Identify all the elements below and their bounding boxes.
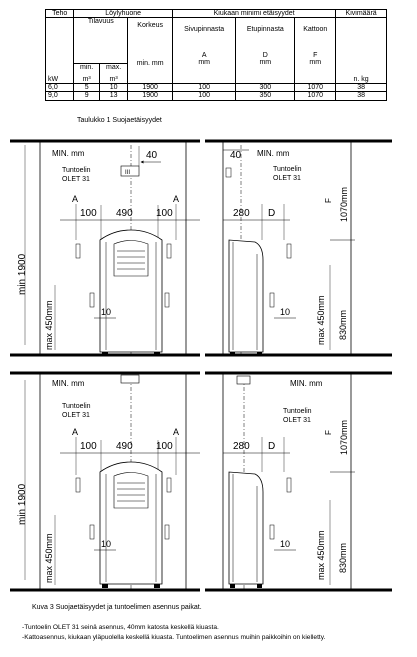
svg-text:F: F (324, 430, 333, 435)
table-row: 9,0 9 13 1900 100 350 1070 38 (44, 91, 387, 101)
svg-text:830mm: 830mm (338, 543, 348, 573)
diagram-side-wall-sensor: MIN. mm 40 Tuntoelin OLET 31 D 280 F 107… (205, 139, 392, 357)
diagram-side-ceiling-sensor: MIN. mm Tuntoelin OLET 31 D 280 F 1070mm… (205, 371, 392, 592)
svg-text:MIN. mm: MIN. mm (52, 149, 85, 158)
svg-text:100: 100 (156, 208, 173, 219)
svg-text:OLET 31: OLET 31 (283, 417, 311, 424)
header-power: Teho (44, 8, 75, 19)
header-stones: Kivimäärä (335, 8, 387, 19)
svg-text:Tuntoelin: Tuntoelin (62, 403, 91, 410)
svg-text:max 450mm: max 450mm (316, 530, 326, 580)
note-wall-mount: -Tuntoelin OLET 31 seinä asennus, 40mm k… (22, 624, 219, 631)
svg-text:A: A (173, 427, 179, 437)
svg-text:1070mm: 1070mm (339, 420, 349, 455)
svg-text:MIN. mm: MIN. mm (290, 379, 323, 388)
svg-text:490: 490 (116, 441, 133, 452)
svg-text:40: 40 (230, 150, 242, 161)
header-volume: Tilavuus (73, 17, 129, 65)
svg-text:MIN. mm: MIN. mm (52, 379, 85, 388)
svg-text:III: III (125, 170, 130, 176)
svg-text:100: 100 (156, 441, 173, 452)
svg-text:min 1900: min 1900 (17, 483, 28, 525)
svg-text:OLET 31: OLET 31 (273, 175, 301, 182)
svg-text:100: 100 (80, 441, 97, 452)
svg-text:100: 100 (80, 208, 97, 219)
svg-text:min 1900: min 1900 (17, 253, 28, 295)
note-ceiling-mount: -Kattoasennus, kiukaan yläpuolella keske… (22, 634, 326, 641)
svg-text:max 450mm: max 450mm (44, 533, 54, 583)
svg-text:280: 280 (233, 208, 250, 219)
svg-text:280: 280 (233, 441, 250, 452)
header-min-distances: Kiukaan minimi etäisyydet (171, 8, 337, 19)
svg-text:A: A (72, 194, 78, 204)
svg-text:10: 10 (280, 539, 290, 549)
unit-kg: n. kg (335, 17, 387, 85)
svg-text:D: D (268, 208, 275, 219)
svg-text:830mm: 830mm (338, 310, 348, 340)
svg-text:10: 10 (101, 539, 111, 549)
svg-text:40: 40 (146, 150, 158, 161)
svg-text:10: 10 (280, 307, 290, 317)
svg-text:MIN. mm: MIN. mm (257, 149, 290, 158)
svg-text:490: 490 (116, 208, 133, 219)
svg-text:D: D (268, 441, 275, 452)
table-caption: Taulukko 1 Suojaetäisyydet (77, 117, 162, 124)
svg-text:max 450mm: max 450mm (44, 300, 54, 350)
svg-text:Tuntoelin: Tuntoelin (62, 167, 91, 174)
svg-text:10: 10 (101, 307, 111, 317)
table-row: 6,0 5 10 1900 100 300 1070 38 (44, 83, 387, 93)
svg-text:1070mm: 1070mm (339, 187, 349, 222)
figure-caption: Kuva 3 Suojaetäisyydet ja tuntoelimen as… (32, 604, 202, 611)
svg-text:Tuntoelin: Tuntoelin (273, 166, 302, 173)
svg-text:A: A (173, 194, 179, 204)
svg-text:F: F (324, 198, 333, 203)
diagram-front-ceiling-sensor: MIN. mm Tuntoelin OLET 31 A A 100 490 10… (10, 371, 200, 592)
svg-text:OLET 31: OLET 31 (62, 412, 90, 419)
svg-text:max 450mm: max 450mm (316, 295, 326, 345)
safety-distance-table: Teho Löylyhuone Kiukaan minimi etäisyyde… (44, 8, 387, 101)
unit-kw: kW (44, 17, 75, 85)
svg-text:Tuntoelin: Tuntoelin (283, 408, 312, 415)
diagram-front-wall-sensor: MIN. mm III Tuntoelin OLET 31 40 A A 100… (10, 139, 200, 357)
svg-text:A: A (72, 427, 78, 437)
svg-text:OLET 31: OLET 31 (62, 176, 90, 183)
